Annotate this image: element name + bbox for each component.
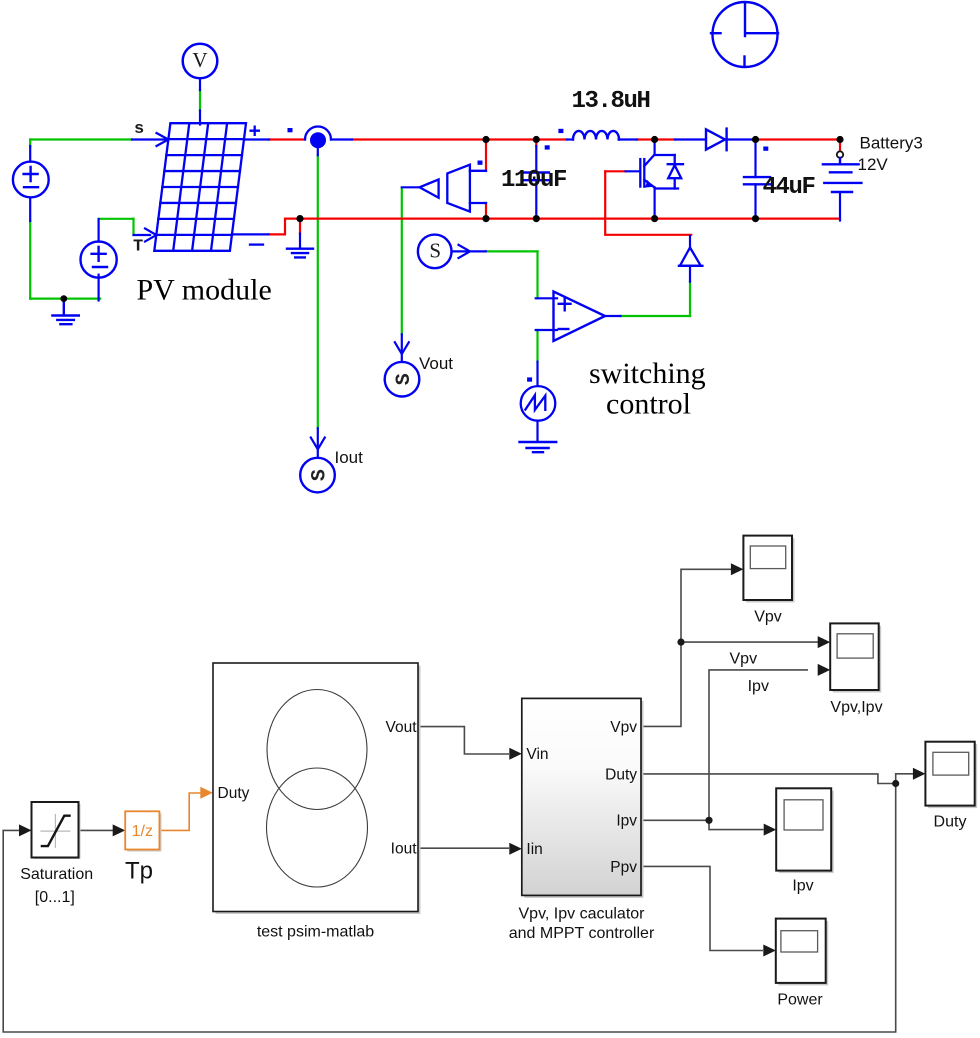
svg-text:T: T	[133, 237, 143, 256]
svg-text:Vpv: Vpv	[754, 609, 782, 626]
svg-text:Duty: Duty	[934, 814, 967, 831]
svg-text:test psim-matlab: test psim-matlab	[257, 924, 374, 941]
svg-text:S: S	[393, 373, 416, 385]
svg-text:Battery3: Battery3	[860, 133, 923, 152]
svg-text:S: S	[308, 469, 331, 481]
svg-text:switching: switching	[589, 357, 706, 390]
svg-text:110uF: 110uF	[501, 167, 566, 194]
svg-text:Vpv, Ipv caculator: Vpv, Ipv caculator	[519, 906, 646, 923]
svg-text:Vin: Vin	[526, 746, 548, 763]
svg-text:Vout: Vout	[385, 719, 417, 736]
svg-text:and MPPT controller: and MPPT controller	[509, 925, 655, 942]
svg-text:12V: 12V	[858, 155, 889, 174]
svg-text:Ppv: Ppv	[610, 859, 637, 876]
svg-text:1/z: 1/z	[132, 823, 153, 840]
svg-text:Tp: Tp	[125, 858, 153, 885]
svg-text:s: s	[134, 120, 144, 139]
svg-text:Ipv: Ipv	[792, 878, 813, 895]
svg-text:Vpv: Vpv	[610, 719, 637, 736]
svg-text:Vout: Vout	[419, 354, 453, 373]
svg-text:PV module: PV module	[137, 274, 272, 307]
svg-text:44uF: 44uF	[763, 174, 815, 201]
svg-text:Vpv: Vpv	[730, 651, 758, 668]
svg-text:Saturation: Saturation	[20, 866, 93, 883]
svg-text:S: S	[429, 238, 441, 262]
svg-text:Vpv,Ipv: Vpv,Ipv	[830, 699, 882, 716]
svg-text:13.8uH: 13.8uH	[572, 88, 650, 115]
svg-text:Ipv: Ipv	[616, 813, 637, 830]
svg-text:V: V	[192, 48, 207, 72]
svg-text:Duty: Duty	[605, 766, 637, 783]
svg-text:Iin: Iin	[526, 841, 542, 858]
svg-text:Iout: Iout	[335, 448, 364, 467]
svg-text:Ipv: Ipv	[748, 678, 769, 695]
svg-text:control: control	[606, 388, 691, 421]
svg-text:[0...1]: [0...1]	[35, 889, 75, 906]
svg-text:Duty: Duty	[218, 785, 250, 802]
svg-text:Iout: Iout	[391, 841, 418, 858]
svg-text:Power: Power	[777, 992, 823, 1009]
